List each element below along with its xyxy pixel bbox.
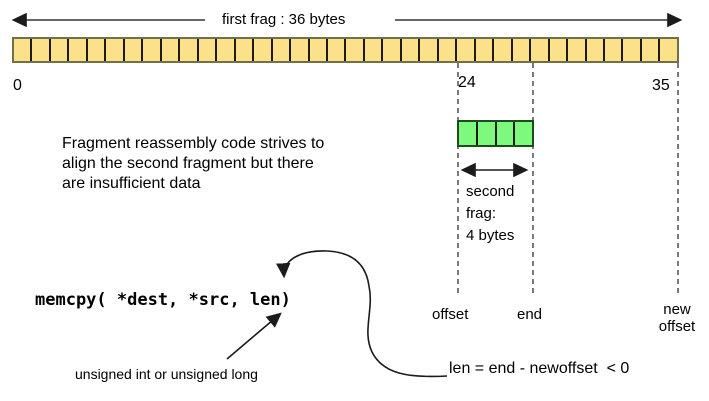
second-frag-label: second frag: 4 bytes <box>466 183 515 244</box>
byte-cell <box>477 122 497 145</box>
byte-cell <box>161 39 181 61</box>
byte-cell <box>346 39 365 61</box>
byte-0-label: 0 <box>13 77 22 94</box>
byte-cell <box>549 39 569 61</box>
byte-cell <box>515 122 532 145</box>
byte-35-label: 35 <box>652 77 670 94</box>
reassembly-note: Fragment reassembly code strives to alig… <box>62 135 325 192</box>
second-frag-bar <box>457 120 534 147</box>
byte-cell <box>496 122 516 145</box>
byte-cell <box>291 39 310 61</box>
byte-cell <box>272 39 292 61</box>
byte-cell <box>475 39 495 61</box>
unsigned-note-arrow-icon <box>226 312 282 360</box>
byte-cell <box>50 39 70 61</box>
byte-24-label: 24 <box>458 74 476 91</box>
byte-cell <box>623 39 642 61</box>
memcpy-code: memcpy( *dest, *src, len) <box>35 290 291 310</box>
byte-cell <box>87 39 107 61</box>
byte-cell <box>438 39 458 61</box>
byte-cell <box>512 39 532 61</box>
byte-cell <box>106 39 125 61</box>
byte-cell <box>494 39 513 61</box>
byte-cell <box>605 39 624 61</box>
byte-cell <box>198 39 218 61</box>
byte-cell <box>254 39 273 61</box>
byte-cell <box>235 39 255 61</box>
byte-cell <box>568 39 587 61</box>
first-frag-title: first frag : 36 bytes <box>222 11 346 28</box>
byte-cell <box>180 39 199 61</box>
byte-cell <box>586 39 605 61</box>
byte-cell <box>401 39 421 61</box>
len-curved-arrow-icon <box>276 250 448 378</box>
end-label: end <box>517 306 543 323</box>
byte-cell <box>641 39 661 61</box>
byte-cell <box>364 39 384 61</box>
unsigned-annotation: unsigned int or unsigned long <box>75 366 258 382</box>
byte-cell <box>309 39 328 61</box>
byte-cell <box>457 39 476 61</box>
new-offset-label: new offset <box>658 301 696 335</box>
byte-cell <box>660 39 677 61</box>
byte-cell <box>459 122 478 145</box>
byte-cell <box>327 39 347 61</box>
byte-cell <box>383 39 402 61</box>
byte-cell <box>32 39 51 61</box>
byte-cell <box>420 39 439 61</box>
offset-label: offset <box>432 306 469 323</box>
byte-cell <box>14 39 33 61</box>
byte-cell <box>69 39 88 61</box>
byte-cell <box>124 39 144 61</box>
byte-cell <box>531 39 550 61</box>
byte-cell <box>143 39 162 61</box>
byte-cell <box>217 39 236 61</box>
first-frag-bar <box>12 37 679 63</box>
len-formula: len = end - newoffset < 0 <box>449 360 630 377</box>
